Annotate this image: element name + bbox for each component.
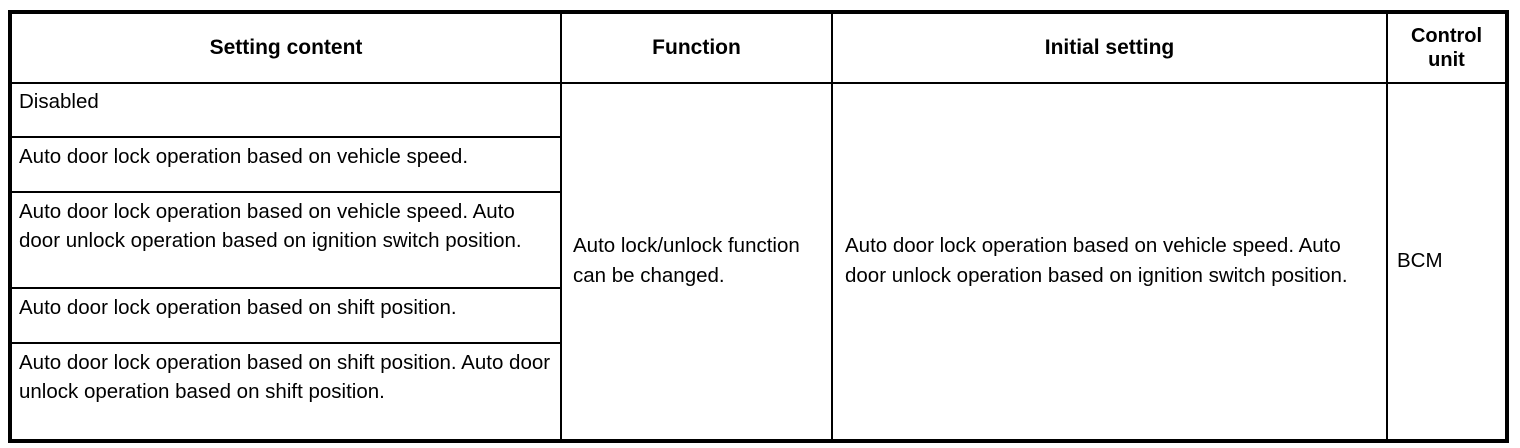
setting-content-cell: Disabled bbox=[9, 82, 562, 138]
column-header-initial-setting: Initial setting bbox=[831, 11, 1388, 84]
table-header: Setting content Function Initial setting… bbox=[9, 11, 1508, 84]
table-body: Disabled Auto lock/unlock function can b… bbox=[9, 82, 1508, 442]
column-header-control-unit: Control unit bbox=[1386, 11, 1508, 84]
column-header-setting-content: Setting content bbox=[9, 11, 562, 84]
setting-content-text: Auto door lock operation based on vehicl… bbox=[19, 199, 522, 253]
setting-content-cell: Auto door lock operation based on vehicl… bbox=[9, 135, 562, 193]
function-text: Auto lock/unlock function can be changed… bbox=[573, 234, 800, 287]
settings-specification-table: Setting content Function Initial setting… bbox=[8, 10, 1509, 443]
initial-setting-text: Auto door lock operation based on vehicl… bbox=[845, 234, 1348, 287]
table-header-row: Setting content Function Initial setting… bbox=[9, 11, 1508, 84]
table-row: Disabled Auto lock/unlock function can b… bbox=[9, 82, 1508, 442]
setting-content-cell: Auto door lock operation based on shift … bbox=[9, 287, 562, 345]
function-cell: Auto lock/unlock function can be changed… bbox=[560, 82, 833, 442]
table-row: Auto door lock operation based on vehicl… bbox=[9, 135, 1507, 193]
column-header-control-unit-line2: unit bbox=[1428, 49, 1465, 71]
table-row: Auto door lock operation based on vehicl… bbox=[9, 190, 1507, 290]
initial-setting-cell: Auto door lock operation based on vehicl… bbox=[831, 82, 1388, 442]
table-row: Auto door lock operation based on shift … bbox=[9, 287, 1507, 345]
control-unit-text: BCM bbox=[1397, 249, 1443, 273]
column-header-control-unit-line1: Control bbox=[1410, 25, 1483, 47]
setting-content-text: Auto door lock operation based on vehicl… bbox=[19, 144, 469, 168]
setting-content-text: Auto door lock operation based on shift … bbox=[19, 296, 457, 320]
setting-content-cell: Auto door lock operation based on vehicl… bbox=[9, 190, 562, 290]
control-unit-cell: BCM bbox=[1386, 82, 1508, 442]
setting-content-text: Disabled bbox=[19, 90, 99, 113]
table-row: Auto door lock operation based on shift … bbox=[9, 342, 1507, 442]
column-header-function: Function bbox=[560, 11, 833, 84]
setting-content-text: Auto door lock operation based on shift … bbox=[19, 351, 551, 404]
setting-content-cell: Auto door lock operation based on shift … bbox=[9, 342, 562, 442]
